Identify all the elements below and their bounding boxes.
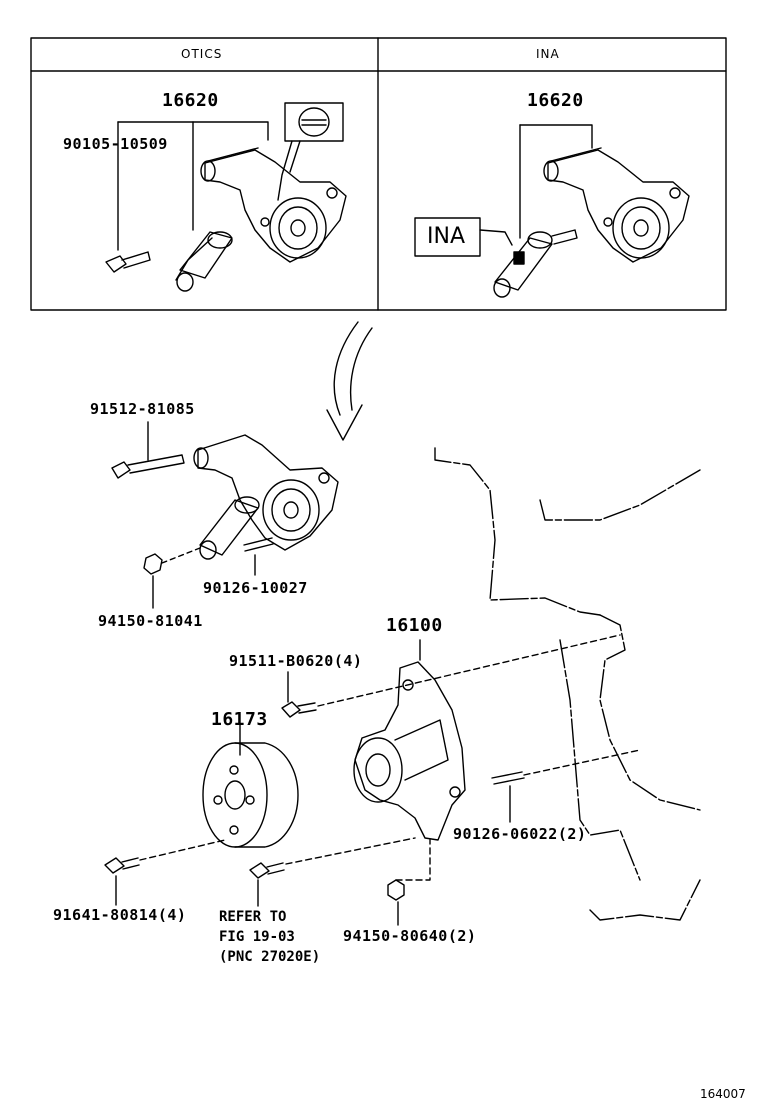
reference-note: REFER TO FIG 19-03 (PNC 27020E) [219,907,320,967]
pump-pulley-drawing [104,724,416,907]
figure-code: 164007 [700,1087,746,1101]
curved-arrow [326,321,373,441]
inset-table-frame [30,37,727,311]
part-label-91512: 91512-81085 [90,400,195,418]
part-label-16100: 16100 [386,615,443,636]
reference-line-3: (PNC 27020E) [219,949,321,965]
part-label-91641: 91641-80814(4) [53,906,187,924]
otics-column-header: OTICS [181,47,223,61]
tensioner-assembly-drawing [111,421,339,609]
ina-column-header: INA [536,47,560,61]
part-label-16173: 16173 [211,709,268,730]
water-pump-drawing [281,634,641,926]
part-label-94150-81041: 94150-81041 [98,612,203,630]
part-label-91511: 91511-B0620(4) [229,652,363,670]
reference-line-2: FIG 19-03 [219,929,295,945]
otics-bolt-part-number: 90105-10509 [63,135,168,153]
otics-tensioner-drawing [105,102,347,292]
part-label-90126-06022: 90126-06022(2) [453,825,587,843]
reference-line-1: REFER TO [219,909,287,925]
otics-part-number-16620: 16620 [162,90,219,111]
part-label-90126-10027: 90126-10027 [203,579,308,597]
ina-tag-label: INA [427,224,465,249]
part-label-94150-80640: 94150-80640(2) [343,927,477,945]
engine-block-outline [434,447,701,921]
ina-part-number-16620: 16620 [527,90,584,111]
ina-tensioner-drawing [414,124,690,298]
